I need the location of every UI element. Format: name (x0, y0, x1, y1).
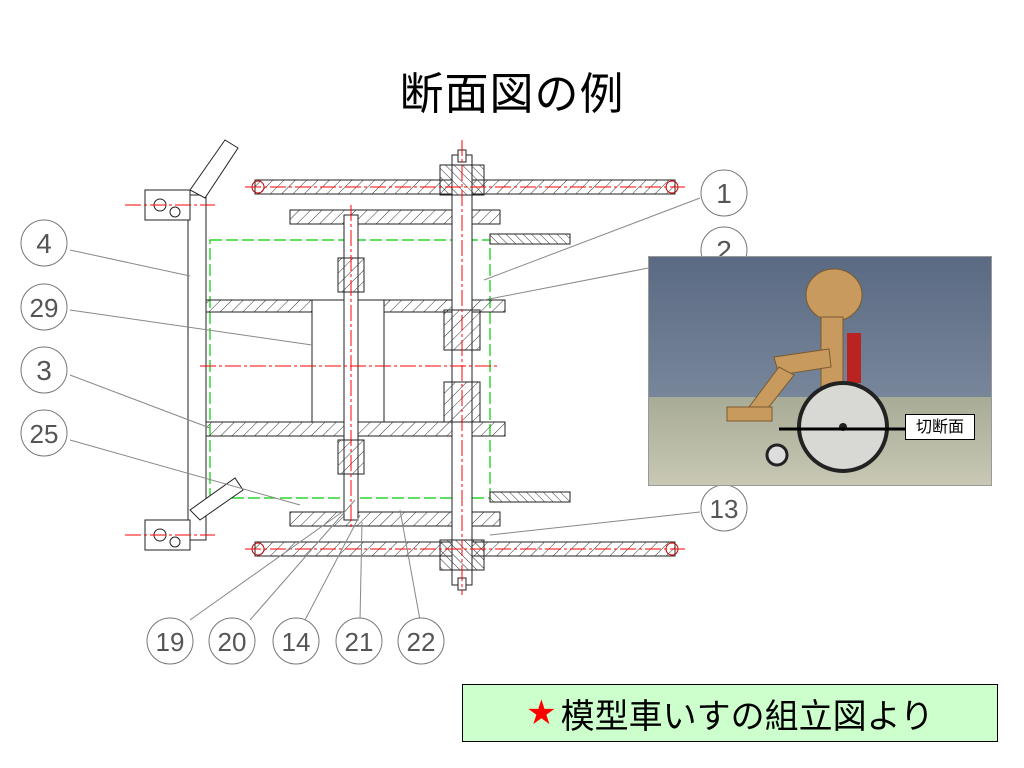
callout-14: 14 (272, 617, 320, 665)
wheelchair-photo (648, 256, 992, 486)
left-frame (187, 194, 207, 541)
upper-plate (289, 209, 501, 225)
callout-29: 29 (20, 283, 68, 331)
svg-text:22: 22 (407, 627, 436, 657)
centerlines (125, 140, 685, 595)
star-icon: ★ (526, 693, 557, 733)
right-arm-lower (489, 491, 571, 503)
callout-1: 1 (700, 169, 748, 217)
svg-text:4: 4 (36, 228, 52, 259)
svg-text:3: 3 (36, 355, 52, 386)
callout-13: 13 (700, 484, 748, 532)
callout-21: 21 (335, 617, 383, 665)
caption-box: ★ 模型車いすの組立図より (462, 684, 998, 742)
svg-text:20: 20 (218, 627, 247, 657)
callout-3: 3 (20, 346, 68, 394)
svg-text:29: 29 (30, 293, 59, 323)
leader-lines (69, 197, 701, 621)
svg-text:14: 14 (282, 627, 311, 657)
svg-text:21: 21 (345, 627, 374, 657)
svg-text:13: 13 (710, 494, 739, 524)
callout-22: 22 (397, 617, 445, 665)
svg-text:1: 1 (716, 178, 732, 209)
callout-19: 19 (146, 617, 194, 665)
callout-20: 20 (208, 617, 256, 665)
callout-25: 25 (20, 409, 68, 457)
slide-title: 断面図の例 (399, 69, 625, 120)
caption-text: 模型車いすの組立図より (560, 696, 934, 737)
callout-4: 4 (20, 219, 68, 267)
right-arm-upper (489, 233, 571, 245)
svg-text:25: 25 (30, 419, 59, 449)
cut-plane-label: 切断面 (905, 414, 975, 440)
lower-plate (289, 511, 501, 527)
wheelchair-photo-image (649, 257, 991, 485)
svg-text:19: 19 (156, 627, 185, 657)
